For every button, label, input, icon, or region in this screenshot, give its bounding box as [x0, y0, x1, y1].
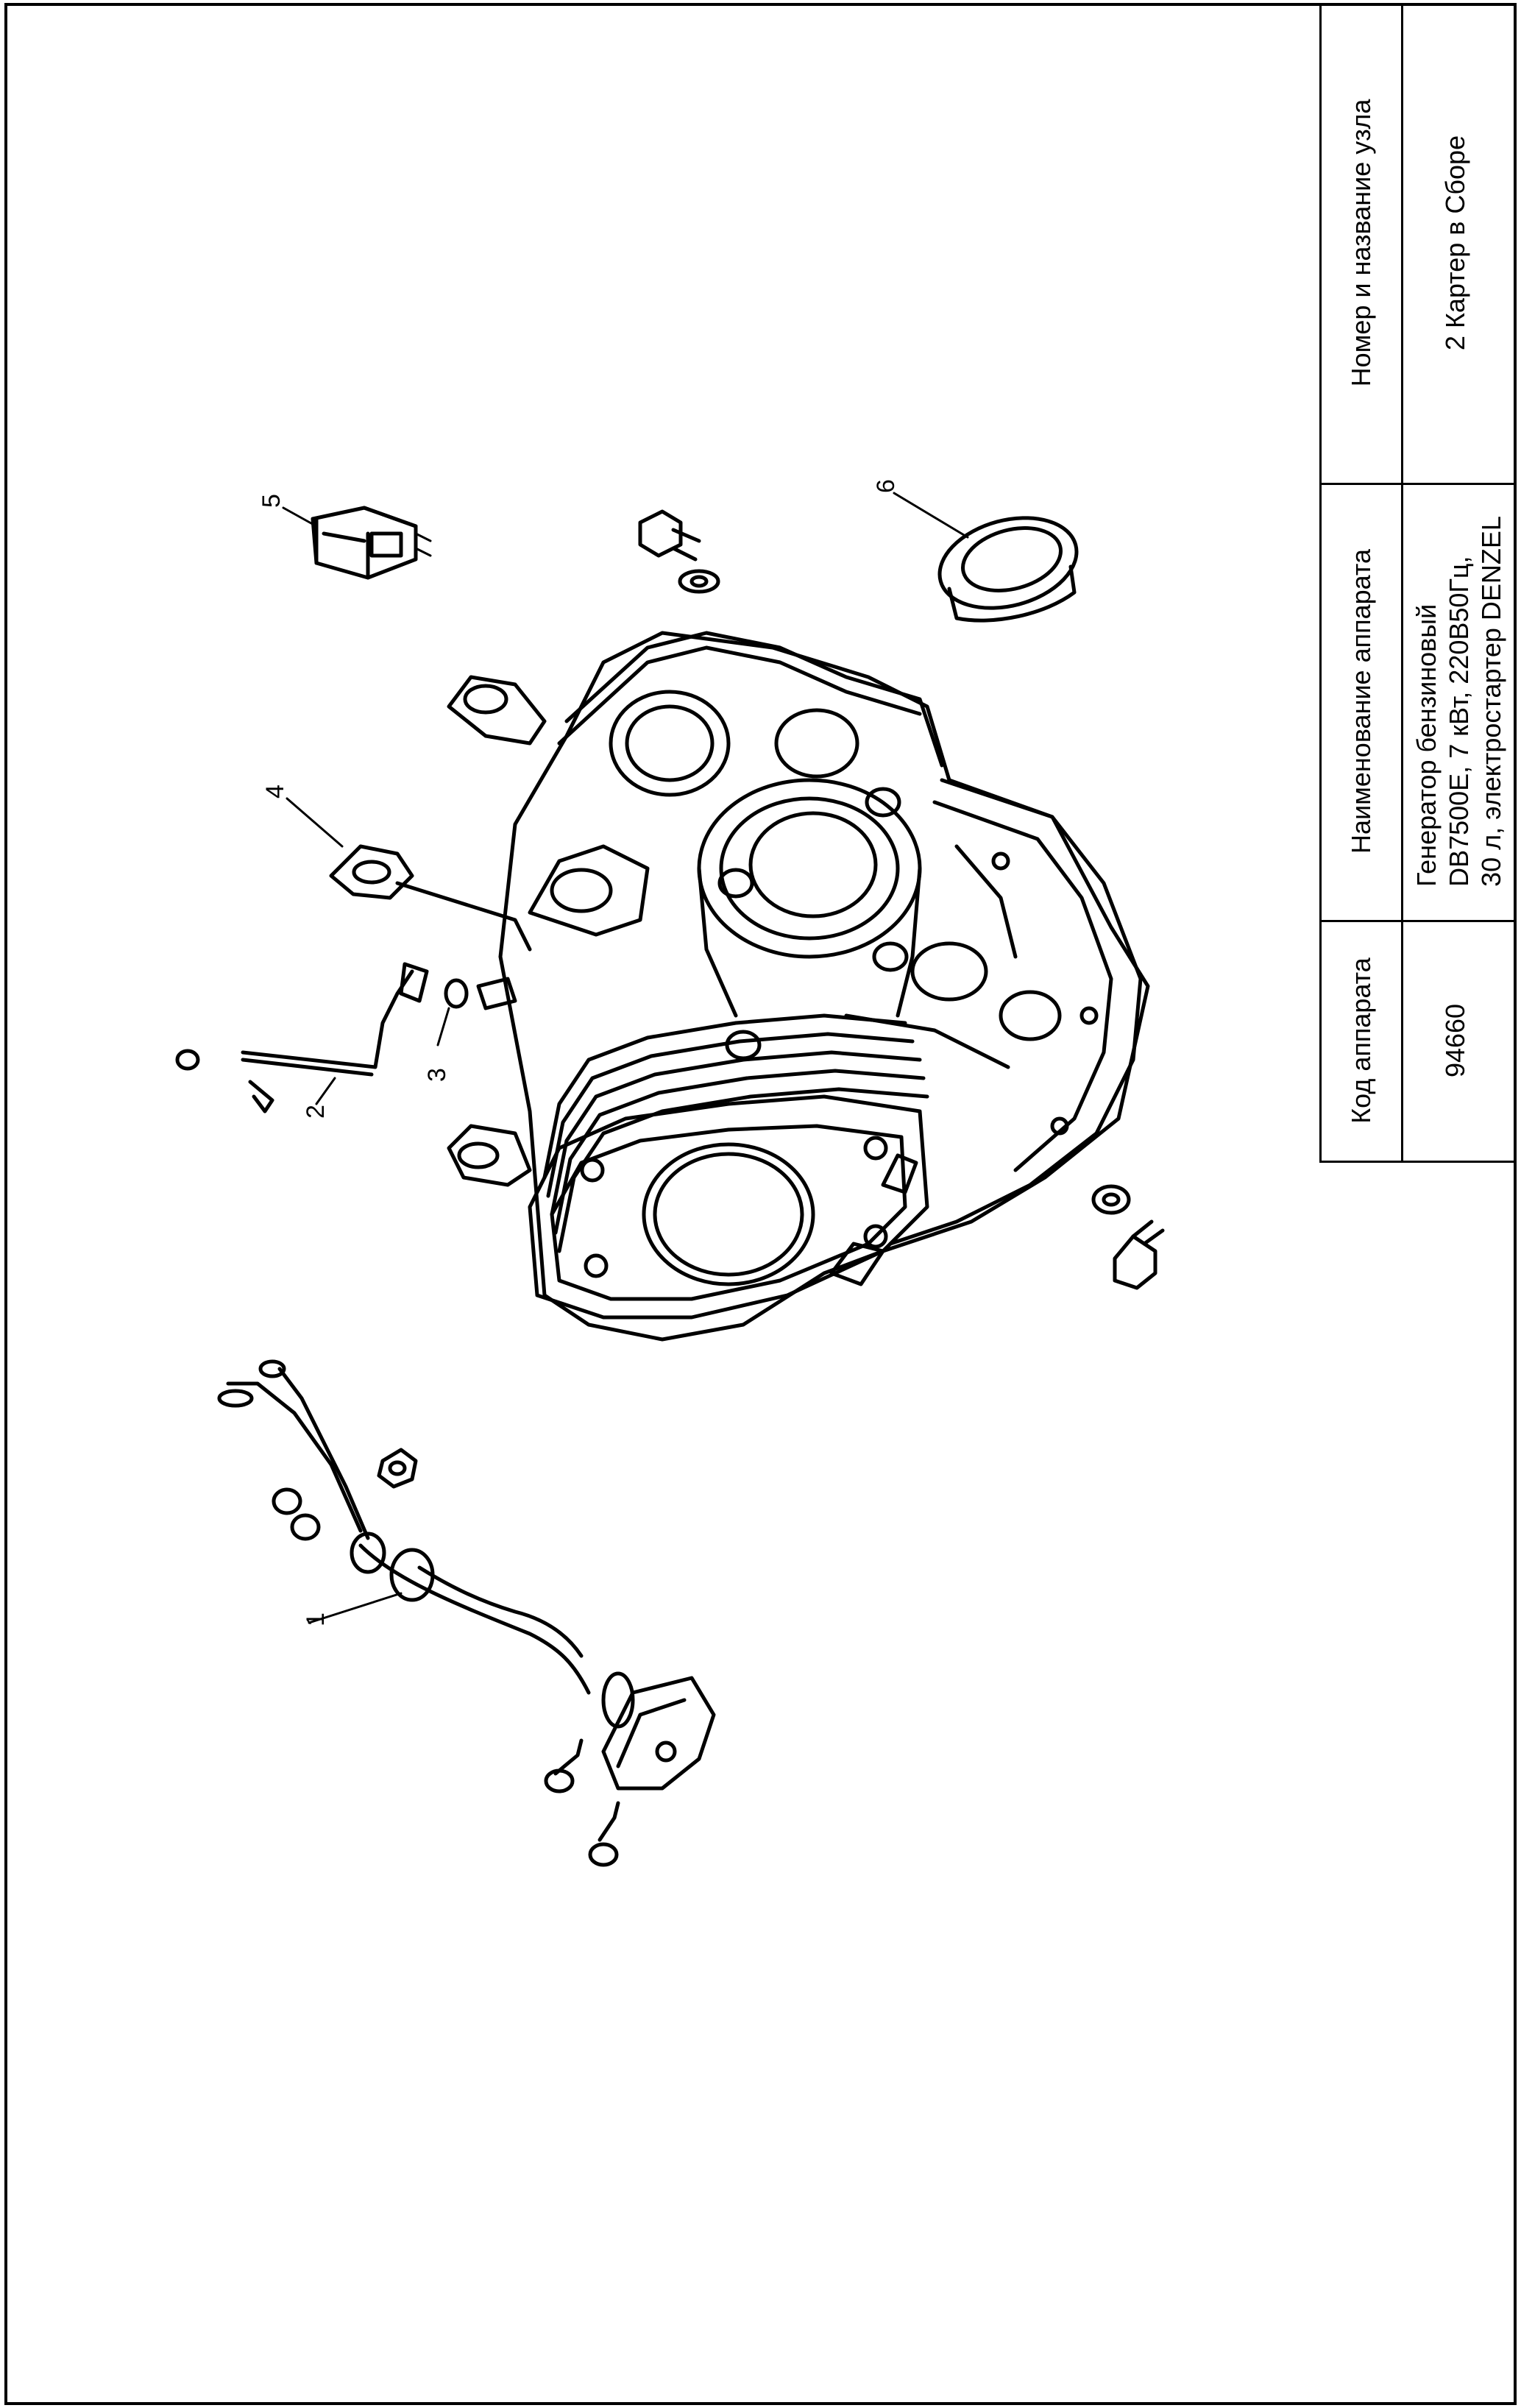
callout-1: 1 — [302, 1612, 330, 1626]
callout-6: 6 — [872, 479, 900, 493]
bolt-bottom — [1091, 1184, 1165, 1290]
header-device-name: Наименование аппарата — [1346, 549, 1376, 854]
value-code: 94660 — [1440, 1003, 1470, 1078]
device-name-line-2: DB7500E, 7 кВт, 220В50Гц, — [1444, 556, 1475, 887]
table-divider-row-2 — [1322, 920, 1517, 922]
part-ring — [436, 977, 517, 1047]
callout-2: 2 — [302, 1105, 330, 1119]
bolt-top — [638, 509, 720, 594]
part-ignition-coil — [217, 1359, 716, 1867]
exploded-parts-drawing: 1 2 3 4 5 6 — [175, 479, 1165, 1867]
header-code: Код аппарата — [1346, 957, 1376, 1124]
header-unit: Номер и название узла — [1346, 99, 1376, 387]
table-divider-vertical — [1401, 3, 1403, 1161]
value-unit: 2 Картер в Сборе — [1440, 135, 1470, 351]
crankcase-assembly — [447, 631, 1150, 1342]
callout-5: 5 — [258, 494, 286, 508]
callout-4: 4 — [261, 785, 289, 798]
callout-3: 3 — [423, 1068, 451, 1082]
value-device-name: Генератор бензиновый DB7500E, 7 кВт, 220… — [1411, 516, 1508, 887]
table-divider-row-1 — [1322, 483, 1517, 485]
part-bracket-rod — [175, 962, 429, 1113]
device-name-line-3: 30 л, электростартер DENZEL — [1475, 516, 1506, 887]
info-table: Номер и название узла Наименование аппар… — [1319, 3, 1517, 1163]
part-oil-seal — [893, 492, 1079, 623]
part-switch-block — [282, 506, 432, 580]
page-frame — [4, 3, 1517, 2405]
device-name-line-1: Генератор бензиновый — [1411, 603, 1442, 887]
part-lever — [329, 844, 414, 900]
